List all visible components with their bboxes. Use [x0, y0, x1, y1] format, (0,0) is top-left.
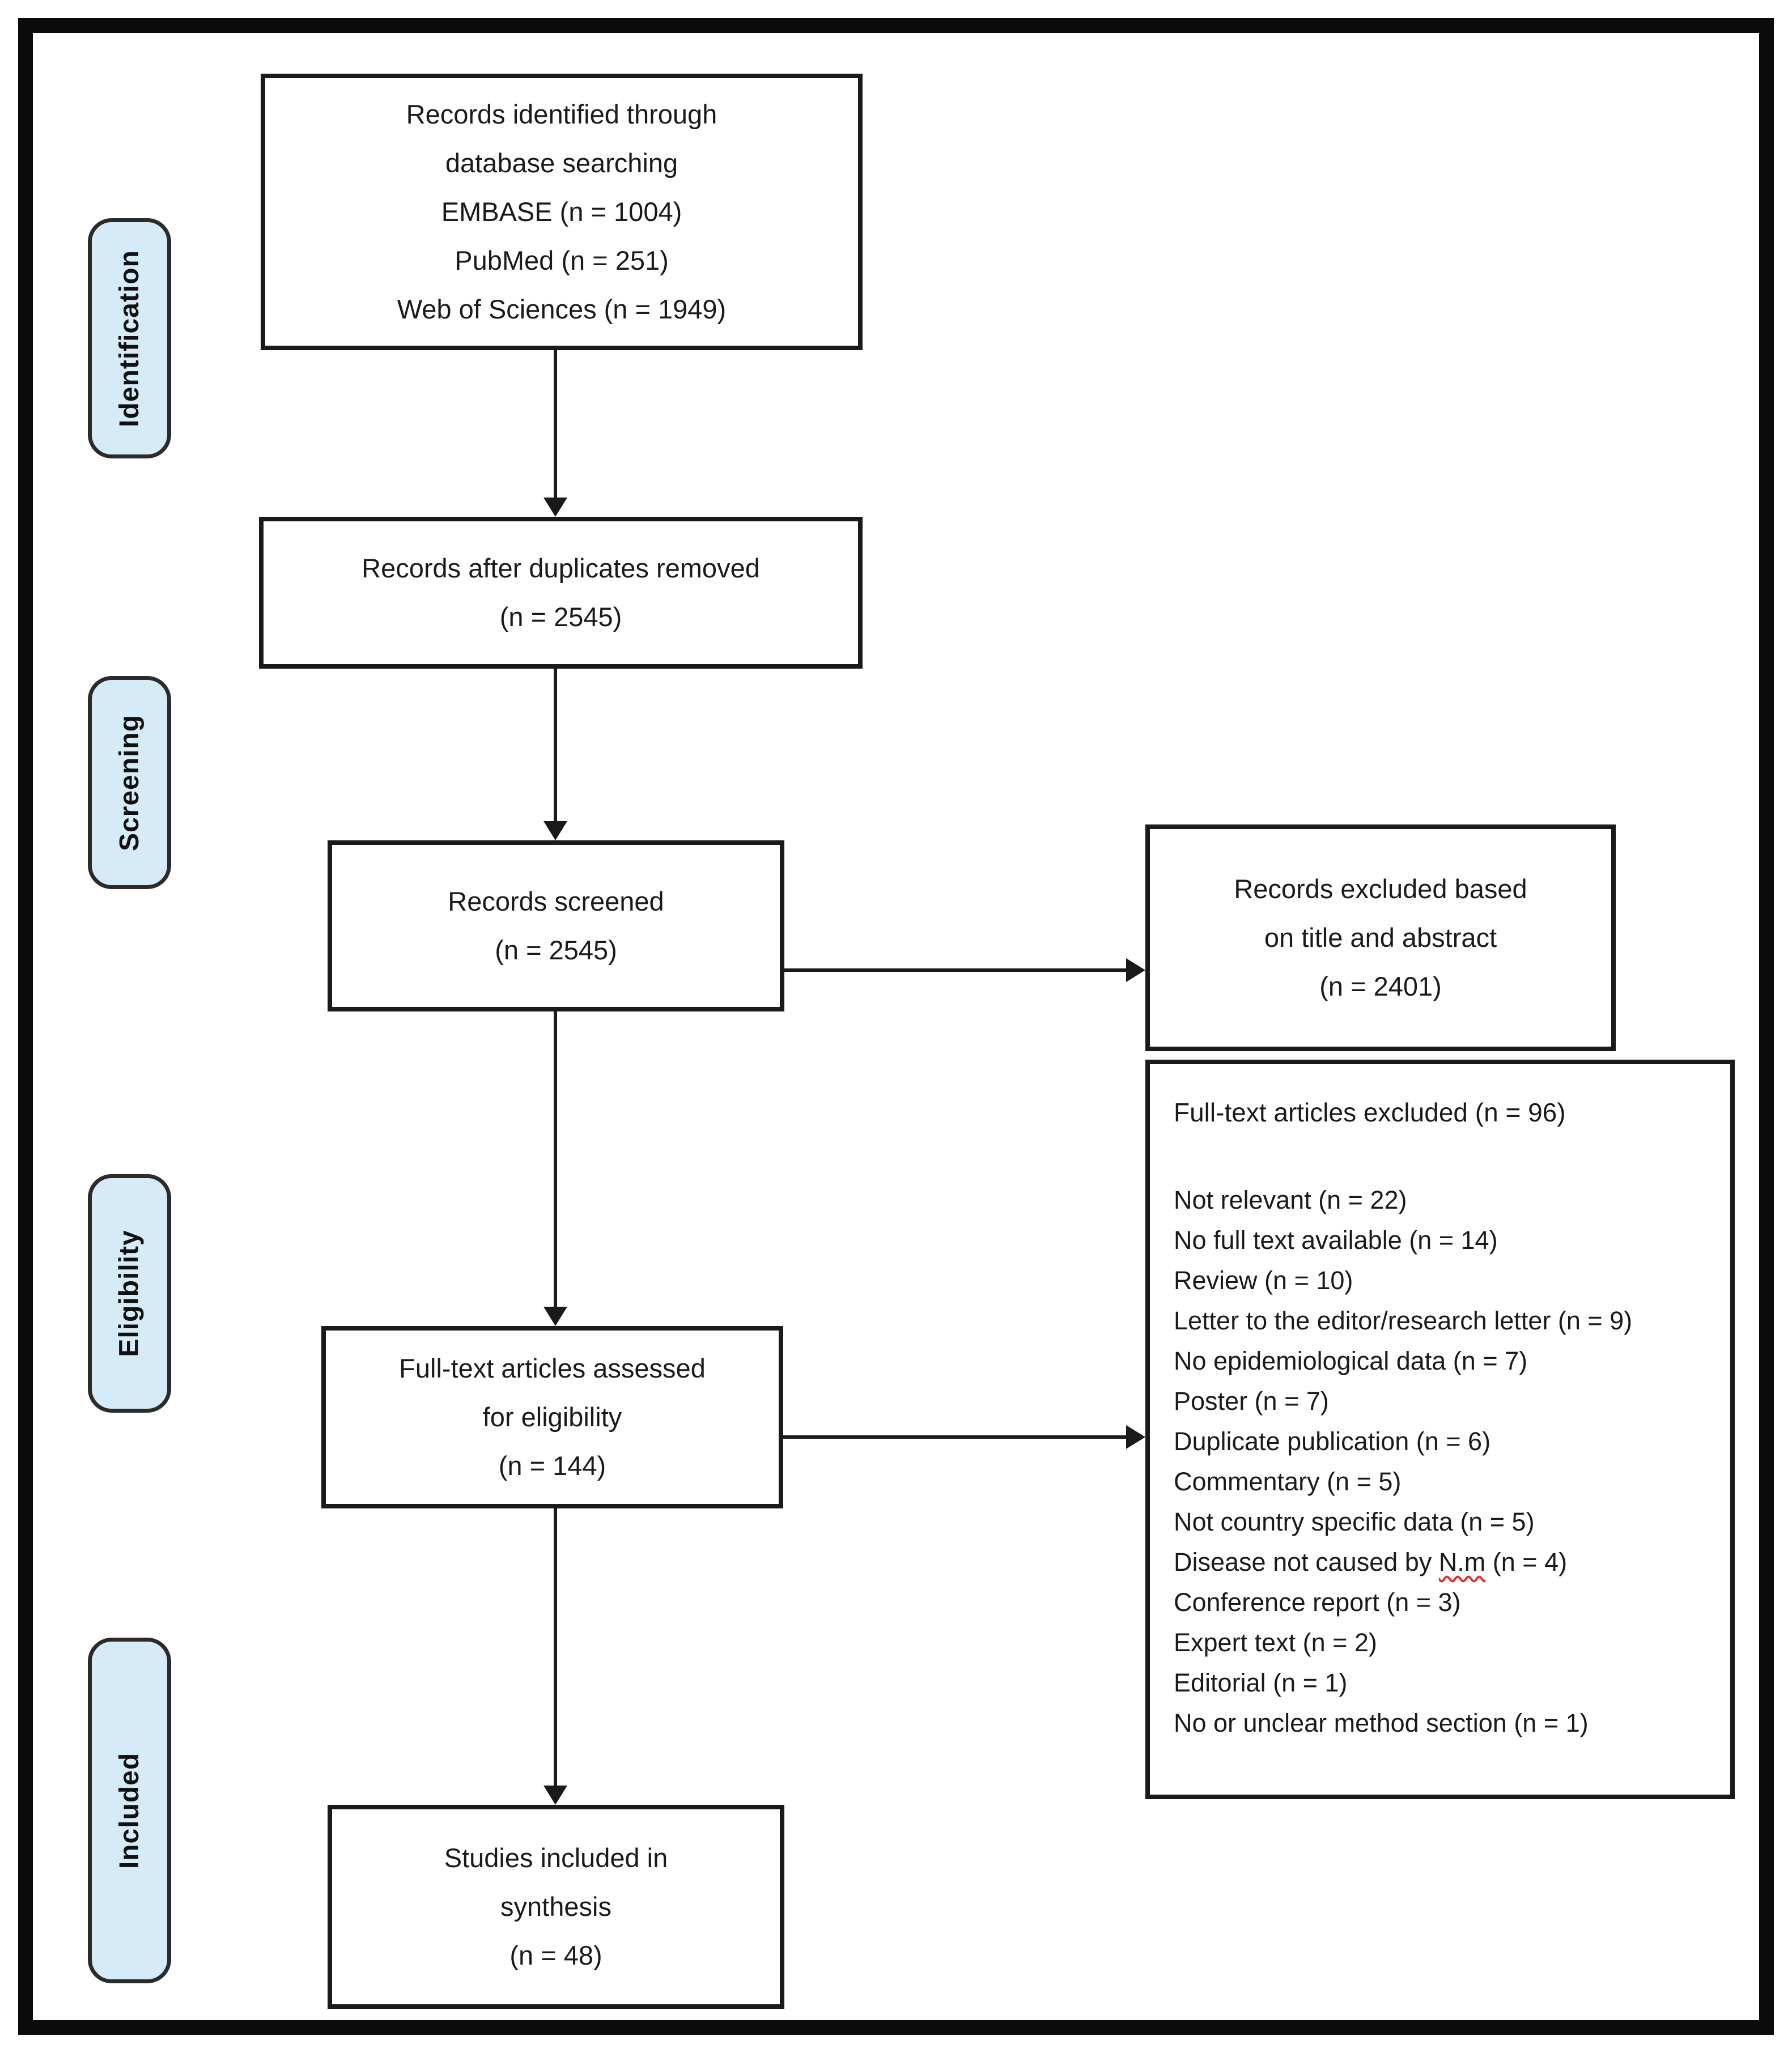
exclusion-reason: No or unclear method section (n = 1)	[1174, 1708, 1589, 1737]
exclusion-reason: Duplicate publication (n = 6)	[1174, 1427, 1491, 1456]
box-records-identified: Records identified through database sear…	[261, 74, 863, 350]
exclusion-reason: Conference report (n = 3)	[1174, 1588, 1461, 1617]
stage-label-eligibility: Eligibility	[88, 1174, 171, 1413]
exclusion-reason: Editorial (n = 1)	[1174, 1668, 1348, 1697]
box-records-screened: Records screened (n = 2545)	[328, 840, 784, 1011]
box-records-excluded-line: on title and abstract	[1264, 923, 1497, 953]
box-fulltext-assessed-line: Full-text articles assessed	[399, 1353, 706, 1383]
exclusion-reason-nm-misspelled-term: N.m	[1438, 1548, 1486, 1576]
exclusion-reason: Not country specific data (n = 5)	[1174, 1507, 1535, 1536]
exclusion-reason-nm-post: (n = 4)	[1485, 1548, 1568, 1576]
box-records-identified-line: database searching	[445, 148, 678, 178]
box-records-identified-line: EMBASE (n = 1004)	[441, 197, 682, 227]
box-studies-included-line: synthesis	[500, 1892, 612, 1922]
arrow-screened-to-assessed	[543, 1011, 567, 1326]
box-records-screened-line: (n = 2545)	[495, 935, 617, 965]
arrow-identified-to-dedup	[543, 350, 567, 517]
exclusion-reason: Expert text (n = 2)	[1174, 1628, 1377, 1657]
box-fulltext-assessed-line: (n = 144)	[498, 1451, 606, 1481]
box-records-screened-line: Records screened	[448, 886, 664, 916]
exclusion-reason: Review (n = 10)	[1174, 1266, 1353, 1295]
stage-label-eligibility-text: Eligibility	[114, 1230, 145, 1357]
stage-label-included-text: Included	[114, 1752, 145, 1869]
box-records-after-duplicates-line: (n = 2545)	[499, 602, 622, 632]
box-studies-included-line: (n = 48)	[509, 1940, 602, 1970]
stage-label-identification-text: Identification	[114, 249, 145, 427]
arrow-dedup-to-screened	[543, 669, 567, 840]
box-fulltext-excluded: Full-text articles excluded (n = 96) Not…	[1145, 1060, 1735, 1799]
stage-label-screening-text: Screening	[114, 714, 145, 851]
box-studies-included-line: Studies included in	[444, 1843, 668, 1873]
box-records-after-duplicates: Records after duplicates removed (n = 25…	[259, 517, 863, 669]
box-fulltext-excluded-title: Full-text articles excluded (n = 96)	[1174, 1098, 1566, 1127]
box-records-excluded-line: (n = 2401)	[1319, 971, 1442, 1001]
box-records-identified-line: Records identified through	[406, 99, 717, 129]
box-records-after-duplicates-line: Records after duplicates removed	[362, 553, 760, 583]
exclusion-reason: Poster (n = 7)	[1174, 1387, 1329, 1416]
box-fulltext-excluded-spacer	[1174, 1134, 1706, 1180]
box-records-identified-line: Web of Sciences (n = 1949)	[397, 294, 727, 324]
exclusion-reason: Commentary (n = 5)	[1174, 1467, 1402, 1496]
stage-label-screening: Screening	[88, 676, 171, 889]
arrow-screened-to-excluded	[784, 958, 1145, 982]
stage-label-included: Included	[88, 1638, 171, 1983]
box-studies-included: Studies included in synthesis (n = 48)	[328, 1805, 784, 2009]
exclusion-reason-nm-pre: Disease not caused by	[1174, 1548, 1439, 1576]
exclusion-reason: No full text available (n = 14)	[1174, 1226, 1498, 1255]
arrow-assessed-to-included	[543, 1508, 567, 1805]
exclusion-reason: Not relevant (n = 22)	[1174, 1185, 1407, 1214]
box-fulltext-assessed: Full-text articles assessed for eligibil…	[321, 1326, 783, 1508]
box-records-excluded-title-abstract: Records excluded based on title and abst…	[1145, 824, 1616, 1051]
box-records-identified-line: PubMed (n = 251)	[455, 245, 669, 275]
exclusion-reason: No epidemiological data (n = 7)	[1174, 1346, 1528, 1375]
arrow-assessed-to-fulltext-excluded	[783, 1425, 1145, 1449]
exclusion-reason-nm: Disease not caused by N.m (n = 4)	[1174, 1542, 1706, 1582]
exclusion-reason: Letter to the editor/research letter (n …	[1174, 1306, 1633, 1335]
stage-label-identification: Identification	[88, 218, 171, 458]
box-records-excluded-line: Records excluded based	[1234, 874, 1527, 904]
box-fulltext-assessed-line: for eligibility	[482, 1402, 622, 1432]
